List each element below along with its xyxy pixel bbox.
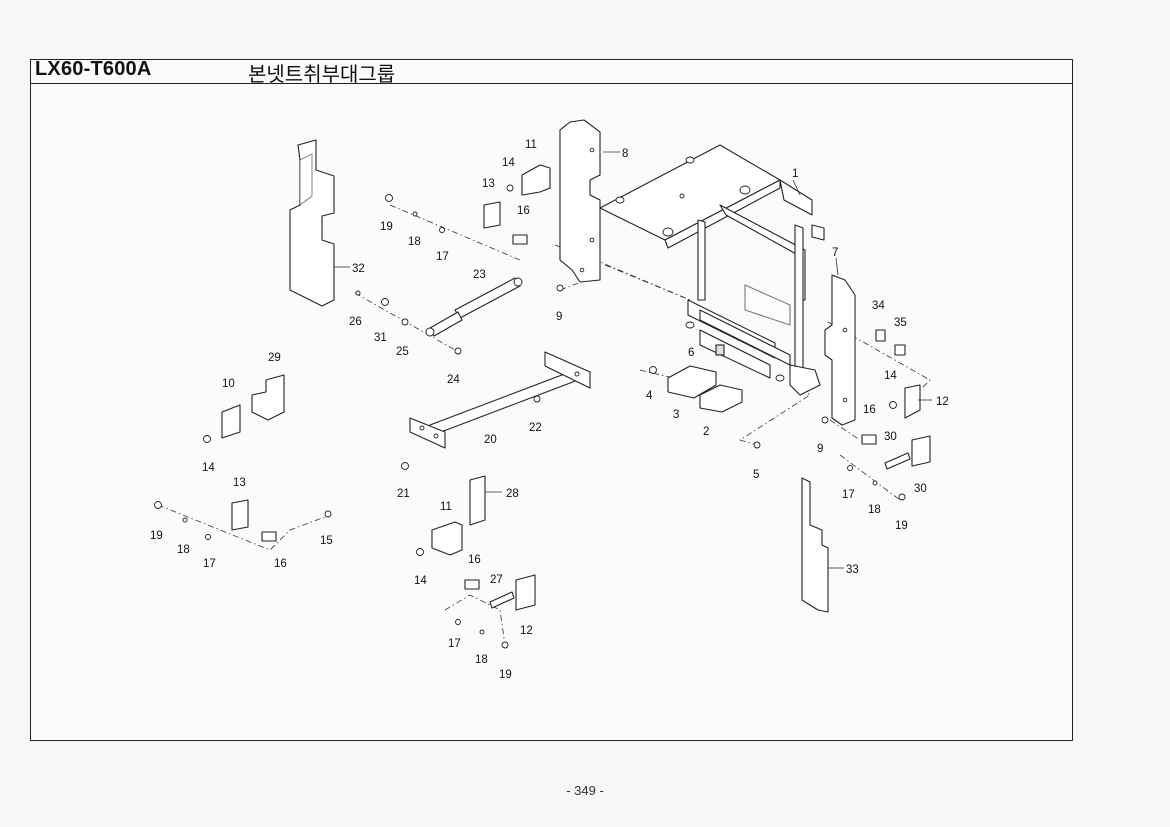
callout-6: 6	[688, 347, 694, 359]
part-13-bracket	[483, 201, 501, 229]
callout-18: 18	[408, 236, 421, 248]
part-11-bracket	[521, 164, 551, 196]
callout-25: 25	[396, 346, 409, 358]
part-35-rubber	[894, 344, 906, 356]
group-title: 본넷트취부대그룹	[248, 62, 396, 86]
callout-3: 3	[673, 409, 679, 421]
callout-13: 13	[482, 178, 495, 190]
callout-32: 32	[352, 263, 365, 275]
callout-26: 26	[349, 316, 362, 328]
part-23-gas-spring	[425, 277, 523, 337]
callout-27: 27	[490, 574, 503, 586]
callout-19c: 19	[499, 669, 512, 681]
part-16b-latch	[261, 531, 277, 542]
callout-8: 8	[622, 148, 628, 160]
callout-17d: 17	[842, 489, 855, 501]
callout-30: 30	[884, 431, 897, 443]
callout-labels: 1 2 3 4 5 6 7 8 9 9 10 11 11 12 12 13 13…	[150, 139, 949, 681]
page-number: - 349 -	[566, 783, 604, 798]
callout-17: 17	[436, 251, 449, 263]
part-28-bracket	[469, 475, 486, 526]
callout-13b: 13	[233, 477, 246, 489]
callout-9b: 9	[817, 443, 823, 455]
callout-11: 11	[525, 139, 537, 151]
callout-12: 12	[936, 396, 949, 408]
callout-19: 19	[380, 221, 393, 233]
header-divider	[30, 83, 1073, 84]
callout-18d: 18	[868, 504, 881, 516]
callout-34: 34	[872, 300, 885, 312]
part-34-rubber	[875, 329, 886, 342]
part-12-bracket	[904, 384, 921, 419]
callout-4: 4	[646, 390, 653, 402]
part-33-strip	[801, 477, 829, 613]
callout-14d: 14	[884, 370, 897, 382]
callout-22: 22	[529, 422, 542, 434]
part-16d-latch	[861, 434, 877, 445]
part-29-bracket	[251, 374, 285, 421]
part-27-pin	[489, 591, 515, 609]
callout-16d: 16	[863, 404, 876, 416]
callout-35: 35	[894, 317, 907, 329]
part-30-bracket	[911, 435, 931, 467]
callout-18b: 18	[177, 544, 190, 556]
callout-30b: 30	[914, 483, 927, 495]
part-16-latch	[512, 234, 528, 245]
callout-29: 29	[268, 352, 281, 364]
callout-16c: 16	[468, 554, 481, 566]
callout-17c: 17	[448, 638, 461, 650]
callout-21: 21	[397, 488, 410, 500]
callout-5: 5	[753, 469, 759, 481]
callout-14c: 14	[414, 575, 427, 587]
callout-10: 10	[222, 378, 235, 390]
callout-12b: 12	[520, 625, 533, 637]
part-1-main-frame	[599, 144, 825, 396]
callout-14: 14	[502, 157, 515, 169]
callout-24: 24	[447, 374, 460, 386]
callout-11b: 11	[440, 501, 452, 513]
diagram-frame	[30, 59, 1073, 741]
part-11b-bracket	[431, 521, 463, 556]
callout-19b: 19	[150, 530, 163, 542]
callout-23: 23	[473, 269, 486, 281]
part-12b-bracket	[515, 574, 536, 611]
callout-19d: 19	[895, 520, 908, 532]
callout-20: 20	[484, 434, 497, 446]
part-10-bracket	[221, 404, 241, 439]
callout-2: 2	[703, 426, 709, 438]
part-13b-bracket	[231, 499, 249, 531]
callout-16b: 16	[274, 558, 287, 570]
callout-1: 1	[792, 168, 798, 180]
callout-16: 16	[517, 205, 530, 217]
callout-31: 31	[374, 332, 387, 344]
model-title: LX60-T600A	[35, 58, 152, 80]
callout-9: 9	[556, 311, 562, 323]
callout-14b: 14	[202, 462, 215, 474]
callout-15: 15	[320, 535, 333, 547]
part-8-side-plate	[559, 119, 601, 283]
part-2-block	[699, 384, 743, 413]
part-16c-latch	[464, 579, 480, 590]
small-fasteners	[154, 184, 906, 649]
part-30-pin	[884, 452, 911, 470]
part-7-side-plate	[824, 274, 856, 426]
part-6-bolt	[715, 344, 725, 356]
callout-18c: 18	[475, 654, 488, 666]
part-20-cross-bar	[409, 351, 591, 449]
part-3-block	[667, 365, 717, 399]
callout-17b: 17	[203, 558, 216, 570]
callout-28: 28	[506, 488, 519, 500]
callout-7: 7	[832, 247, 838, 259]
callout-33: 33	[846, 564, 859, 576]
